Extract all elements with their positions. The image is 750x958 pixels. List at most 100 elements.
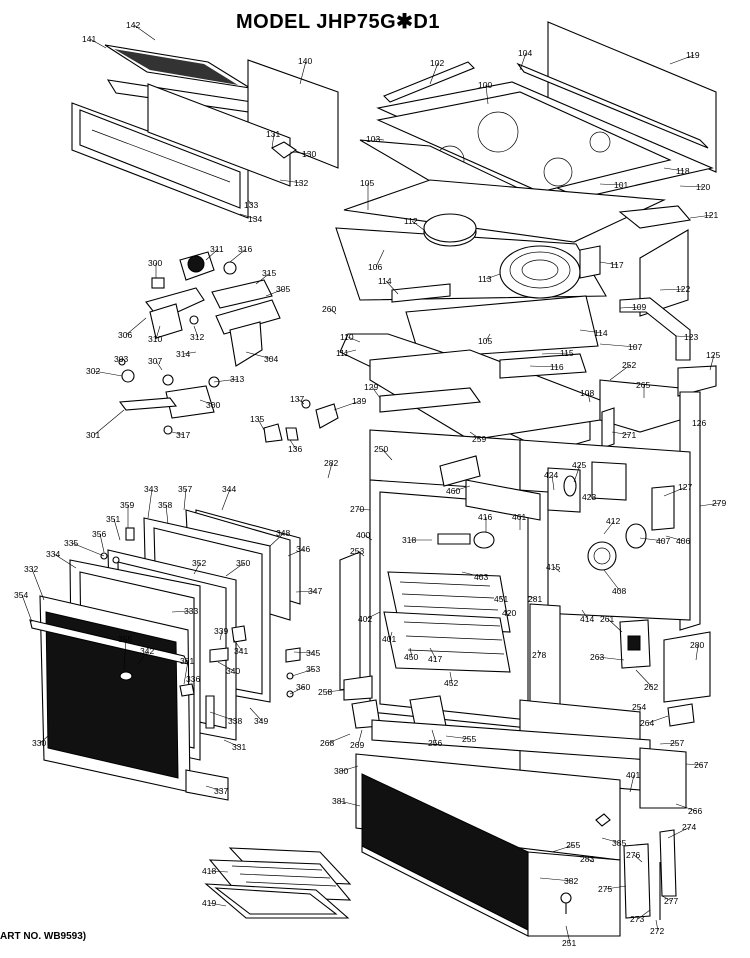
- part-label-p282: 282: [324, 458, 338, 468]
- leader-line-p408: [603, 569, 621, 592]
- part-label-p105b: 105: [478, 336, 492, 346]
- part-label-p125: 125: [706, 350, 720, 360]
- leader-line-p134: [239, 213, 257, 220]
- leader-line-p311: [205, 248, 219, 261]
- part-label-p300b: 300: [206, 400, 220, 410]
- part-label-p401b: 401: [626, 770, 640, 780]
- part-label-p312: 312: [190, 332, 204, 342]
- part-label-p257: 257: [670, 738, 684, 748]
- leader-line-p279: [699, 502, 721, 507]
- part-label-p359: 359: [120, 500, 134, 510]
- part-label-p337: 337: [214, 786, 228, 796]
- leader-line-p340: [217, 661, 235, 672]
- part-label-p360: 360: [296, 682, 310, 692]
- part-label-p340: 340: [226, 666, 240, 676]
- leader-line-p100: [485, 84, 489, 105]
- leader-line-p108: [587, 392, 591, 403]
- leader-line-p346: [287, 548, 305, 557]
- leader-line-p103: [373, 138, 385, 141]
- part-label-p334: 334: [46, 549, 60, 559]
- leader-line-p347: [295, 590, 317, 593]
- part-label-p460: 460: [446, 486, 460, 496]
- part-label-p105: 105: [360, 178, 374, 188]
- leader-line-p132: [279, 179, 303, 184]
- leader-line-p342: [137, 650, 149, 665]
- part-label-p301: 301: [86, 430, 100, 440]
- leader-line-p268: [327, 733, 351, 744]
- part-label-p338: 338: [228, 716, 242, 726]
- part-label-p120: 120: [696, 182, 710, 192]
- leader-line-p133: [247, 199, 253, 206]
- part-label-p424: 424: [544, 470, 558, 480]
- part-label-p317: 317: [176, 430, 190, 440]
- burner-box-and-frame: [339, 295, 717, 631]
- leader-line-p114a: [385, 280, 399, 295]
- leader-line-p351: [113, 518, 121, 541]
- leader-line-p252: [609, 364, 631, 381]
- part-label-p116: 116: [550, 362, 564, 372]
- leader-line-p414: [581, 609, 589, 620]
- leader-line-p333: [171, 610, 193, 613]
- part-label-p278: 278: [532, 650, 546, 660]
- part-label-p137: 137: [290, 394, 304, 404]
- part-label-p134: 134: [248, 214, 262, 224]
- leader-line-p109: [619, 306, 641, 309]
- leader-line-p452: [449, 671, 453, 684]
- leader-line-p118: [663, 167, 685, 172]
- part-label-p119: 119: [686, 50, 700, 60]
- leader-line-p382: [539, 877, 573, 882]
- part-label-p104: 104: [518, 48, 532, 58]
- leader-line-p425: [573, 464, 581, 483]
- part-label-p452: 452: [444, 678, 458, 688]
- part-label-p420: 420: [502, 608, 516, 618]
- leader-line-p334: [53, 553, 77, 569]
- leader-line-p120: [679, 185, 705, 188]
- leader-line-p352: [193, 562, 201, 575]
- leader-line-p117: [599, 261, 619, 266]
- leader-line-p139: [333, 400, 361, 411]
- part-label-p351: 351: [106, 514, 120, 524]
- part-label-p382: 382: [564, 876, 578, 886]
- part-label-p304: 304: [264, 354, 278, 364]
- part-label-p110: 110: [340, 332, 354, 342]
- leader-line-p260: [329, 308, 337, 315]
- leader-line-p306: [125, 317, 147, 336]
- leader-line-p417: [429, 647, 437, 660]
- part-label-p255b: 255: [566, 840, 580, 850]
- leader-line-p283: [587, 858, 595, 863]
- part-label-p401a: 401: [382, 634, 396, 644]
- part-label-p277: 277: [664, 896, 678, 906]
- part-label-p346: 346: [296, 544, 310, 554]
- art-number: ART NO. WB9593): [0, 931, 87, 942]
- leader-line-p264: [647, 715, 669, 724]
- part-label-p302: 302: [86, 366, 100, 376]
- part-label-p100: 100: [478, 80, 492, 90]
- leader-line-p104: [519, 52, 527, 71]
- part-label-p418: 418: [202, 866, 216, 876]
- part-label-p250: 250: [374, 444, 388, 454]
- part-label-p126: 126: [692, 418, 706, 428]
- part-label-p318: 318: [402, 535, 416, 545]
- leader-line-p106: [375, 249, 385, 268]
- part-label-p258: 258: [318, 687, 332, 697]
- leader-line-p401b: [629, 774, 635, 793]
- part-label-p358: 358: [158, 500, 172, 510]
- leader-line-p412: [603, 520, 615, 535]
- part-label-p305: 305: [276, 284, 290, 294]
- part-label-p339: 339: [214, 626, 228, 636]
- part-label-p264: 264: [640, 718, 654, 728]
- leader-line-p116: [529, 365, 559, 368]
- part-label-p142: 142: [126, 20, 140, 30]
- part-label-p417: 417: [428, 654, 442, 664]
- part-label-p408: 408: [612, 586, 626, 596]
- leader-line-p278: [537, 649, 541, 656]
- part-label-p254: 254: [632, 702, 646, 712]
- part-label-p336: 336: [186, 674, 200, 684]
- part-label-p280: 280: [690, 640, 704, 650]
- part-label-p113: 113: [478, 274, 492, 284]
- diagram-title: MODEL JHP75G✱D1: [236, 11, 440, 33]
- part-label-p283: 283: [580, 854, 594, 864]
- part-label-p272: 272: [650, 926, 664, 936]
- leader-line-p301: [93, 409, 125, 436]
- part-label-p315: 315: [262, 268, 276, 278]
